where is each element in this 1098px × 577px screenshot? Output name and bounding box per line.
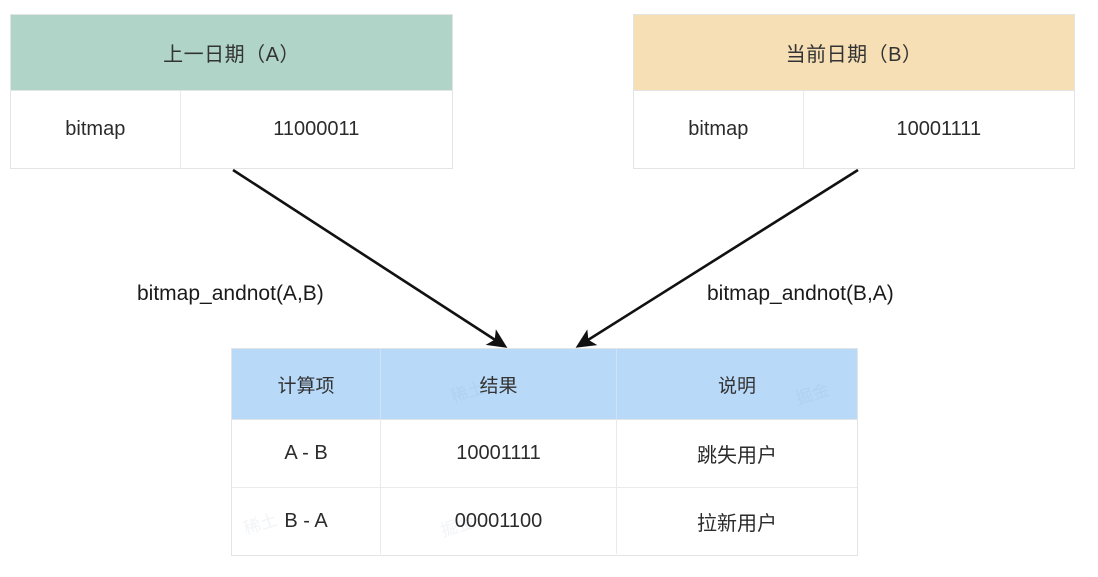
result-row-0-item: A - B (284, 442, 328, 464)
table-b-header: 当前日期（B） (634, 15, 1074, 91)
table-previous-date-a: 上一日期（A） bitmap 11000011 (10, 14, 453, 169)
result-row-1-result: 00001100 (380, 488, 616, 554)
table-result: 计算项 结果 说明 A - B 10001111 跳失用户 B - A 0000… (231, 348, 858, 556)
result-row-1-note: 拉新用户 (616, 488, 857, 554)
column-header-result: 结果 (380, 349, 616, 419)
result-row-0-note: 跳失用户 (616, 420, 857, 487)
table-result-header-row: 计算项 结果 说明 (232, 349, 857, 420)
table-b-row-label: bitmap (688, 118, 749, 140)
result-row-1-item: B - A (284, 509, 328, 532)
result-row-0-result: 10001111 (380, 420, 616, 487)
arrow-b-to-result (575, 168, 859, 348)
column-header-item: 计算项 (277, 375, 335, 397)
table-a-header: 上一日期（A） (11, 15, 452, 91)
table-a-row-value: 11000011 (179, 91, 452, 168)
table-row: bitmap 10001111 (634, 91, 1074, 168)
table-a-row-label: bitmap (65, 118, 126, 140)
table-row: B - A 00001100 拉新用户 (232, 487, 857, 554)
arrow-label-andnot-ba: bitmap_andnot(B,A) (707, 282, 894, 305)
arrow-a-to-result (232, 168, 508, 348)
table-row: A - B 10001111 跳失用户 (232, 420, 857, 487)
table-current-date-b: 当前日期（B） bitmap 10001111 (633, 14, 1075, 169)
column-header-note: 说明 (616, 349, 857, 419)
table-b-row-value: 10001111 (802, 91, 1074, 168)
table-row: bitmap 11000011 (11, 91, 452, 168)
arrow-label-andnot-ab: bitmap_andnot(A,B) (137, 282, 324, 305)
